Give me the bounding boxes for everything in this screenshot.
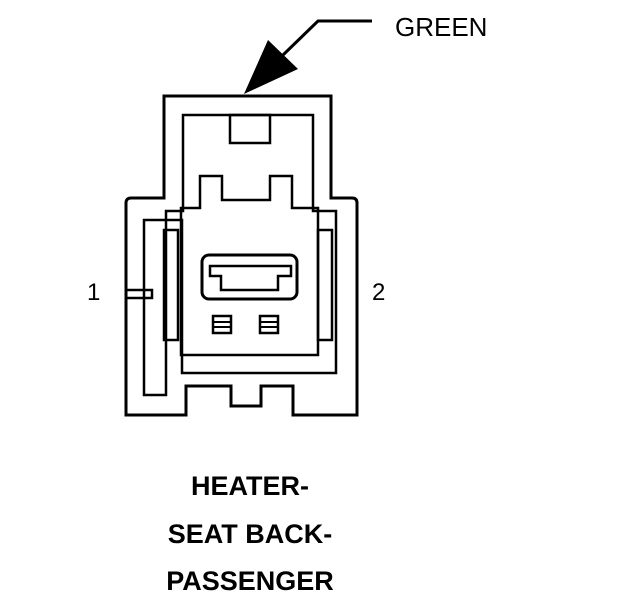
wire-color-label: GREEN xyxy=(395,12,487,42)
caption-line-3: PASSENGER xyxy=(166,566,334,596)
pin-2-label: 2 xyxy=(372,279,385,306)
side-rib-left xyxy=(162,228,180,342)
connector-housing-outer xyxy=(124,94,359,417)
locking-latch xyxy=(228,113,272,145)
caption-line-1: HEATER- xyxy=(191,471,309,501)
terminal-cavity xyxy=(200,253,299,301)
terminal-pin-2 xyxy=(258,314,280,335)
callout-arrowhead xyxy=(244,40,298,94)
pin-1-indicator-notch xyxy=(126,288,154,300)
side-rib-right xyxy=(316,228,334,342)
pin-1-label: 1 xyxy=(87,279,100,306)
terminal-pin-1 xyxy=(211,314,233,335)
connector-plug-body xyxy=(179,174,320,357)
color-callout-leader xyxy=(244,19,372,94)
caption-line-2: SEAT BACK- xyxy=(168,519,333,549)
terminal-blade xyxy=(208,264,293,292)
